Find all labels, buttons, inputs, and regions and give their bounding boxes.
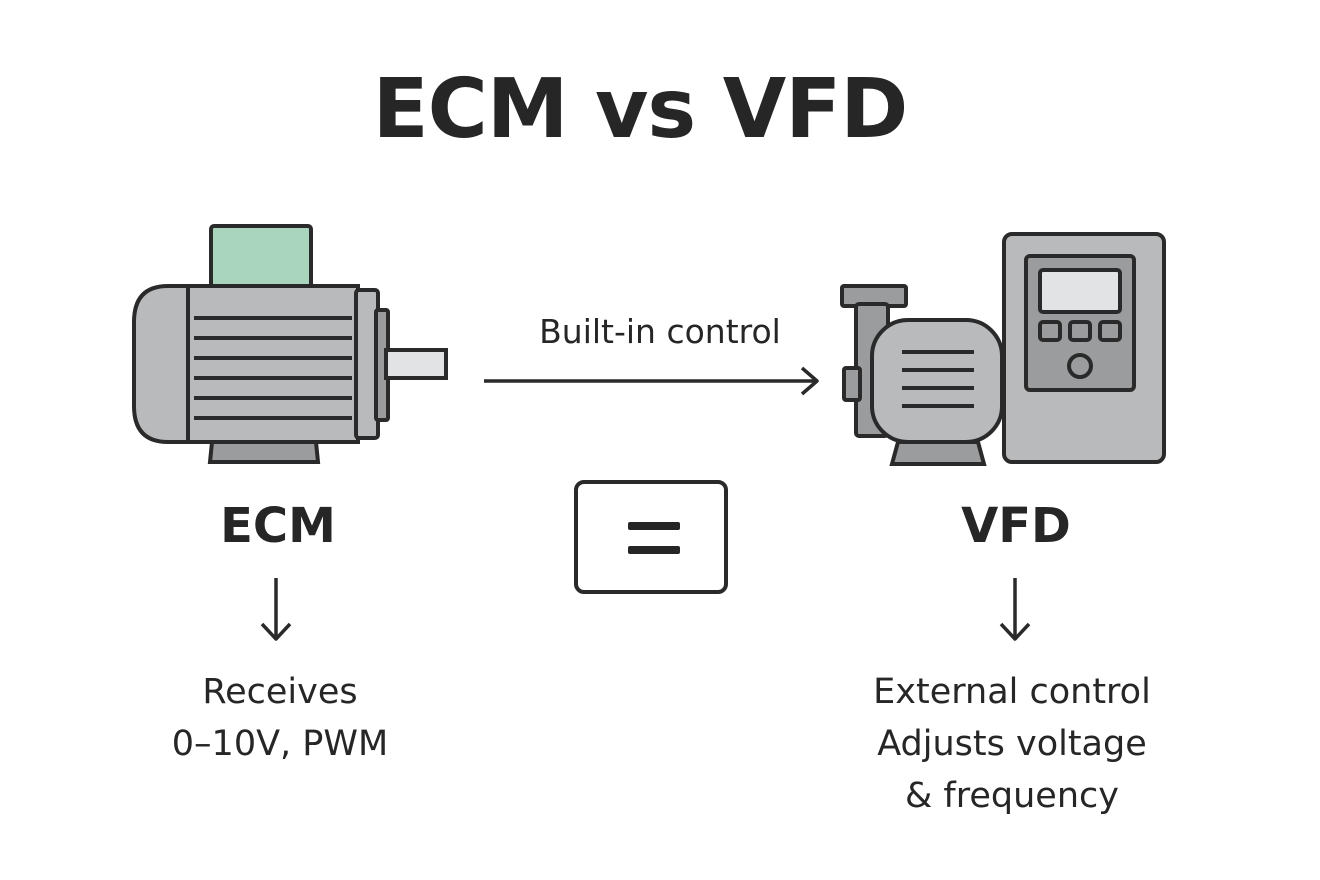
vfd-description-line-3: & frequency — [905, 776, 1119, 816]
ecm-label: ECM — [220, 498, 336, 554]
ecm-motor-icon — [132, 224, 448, 464]
vfd-down-arrow-icon — [999, 578, 1031, 641]
ecm-description: Receives 0–10V, PWM — [100, 666, 460, 770]
vfd-description-line-1: External control — [873, 672, 1151, 712]
vfd-pump-drive-icon — [840, 232, 1166, 466]
equals-bar-bottom — [628, 546, 680, 554]
vfd-description-line-2: Adjusts voltage — [877, 724, 1147, 764]
right-arrow-icon — [484, 366, 819, 396]
equals-bar-top — [628, 522, 680, 530]
ecm-down-arrow-icon — [260, 578, 292, 641]
equals-box — [574, 480, 728, 594]
diagram-title: ECM vs VFD — [372, 62, 909, 157]
ecm-description-line-1: Receives — [202, 672, 358, 712]
vfd-description: External control Adjusts voltage & frequ… — [812, 666, 1212, 822]
ecm-description-line-2: 0–10V, PWM — [171, 724, 389, 764]
arrow-label: Built-in control — [539, 312, 781, 351]
vfd-label: VFD — [961, 498, 1071, 554]
